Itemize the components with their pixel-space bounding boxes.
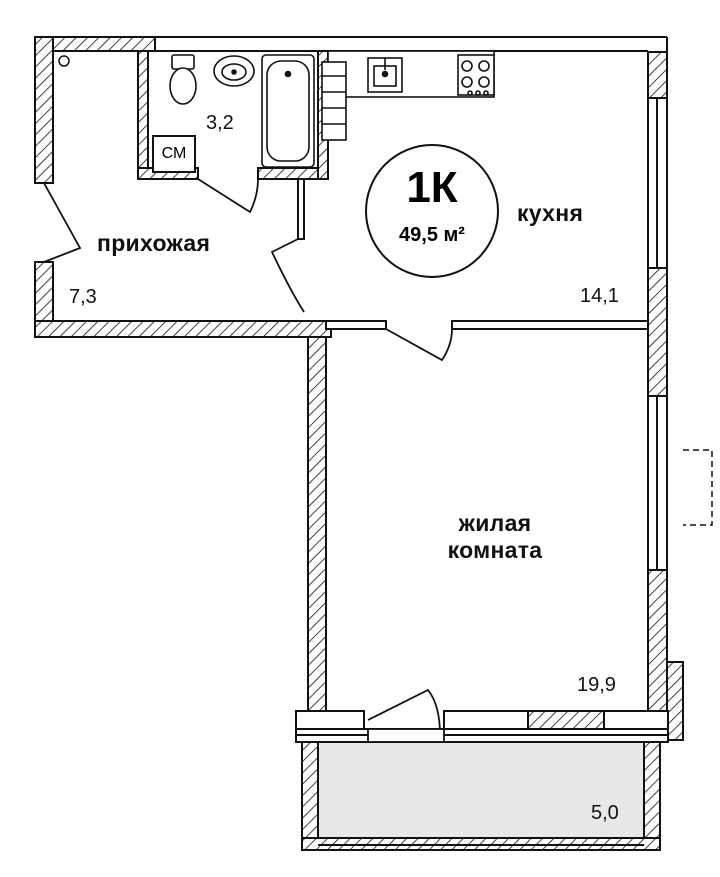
apartment-type: 1К: [406, 163, 458, 212]
room-name-living-line2: комната: [447, 537, 543, 563]
room-area-balcony: 5,0: [591, 802, 619, 824]
bathroom-fixtures: [169, 54, 315, 168]
washer-label: СМ: [161, 145, 187, 162]
toilet-icon: [169, 54, 197, 105]
ventilation-icon: [58, 55, 70, 67]
kitchen-door: [270, 238, 305, 313]
washing-machine-icon: СМ: [152, 135, 196, 173]
balcony-floor: [318, 742, 644, 840]
bathroom-door: [197, 178, 259, 214]
sink-icon: [213, 55, 255, 87]
room-area-living: 19,9: [577, 674, 616, 696]
room-area-hallway: 7,3: [69, 286, 97, 308]
room-name-living-line1: жилая: [458, 510, 532, 536]
room-name-kitchen: кухня: [517, 200, 584, 226]
room-name-hallway: прихожая: [97, 230, 211, 256]
room-area-bathroom: 3,2: [206, 112, 234, 134]
living-room-door: [385, 328, 453, 362]
kitchen-sink-icon: [367, 57, 403, 93]
stove-icon: [457, 54, 495, 96]
radiator-icon: [321, 61, 347, 141]
bathtub-icon: [261, 54, 315, 168]
balcony-window-dashed: [683, 449, 713, 526]
room-area-kitchen: 14,1: [580, 285, 619, 307]
entrance-door: [43, 182, 82, 263]
apartment-badge: 1К 49,5 м²: [365, 144, 499, 278]
kitchen-fixtures: [321, 50, 495, 141]
doors[interactable]: [43, 178, 453, 743]
total-area: 49,5 м²: [399, 224, 465, 246]
